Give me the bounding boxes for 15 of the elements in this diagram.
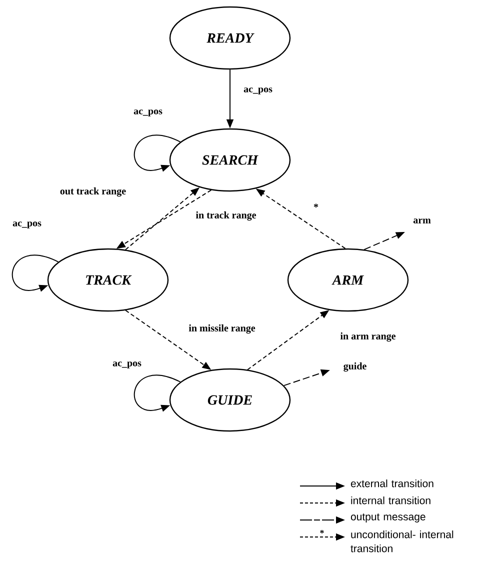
legend-text: output message bbox=[350, 514, 426, 522]
edge-label: arm bbox=[413, 218, 431, 224]
edge-label: ac_pos bbox=[244, 88, 272, 94]
edge-label: ac_pos bbox=[112, 362, 142, 368]
legend-text: unconditional- internal transition bbox=[350, 530, 454, 552]
edge-label: ac_pos bbox=[12, 222, 42, 228]
legend-text: external transition bbox=[350, 480, 434, 488]
edge-label: out track range bbox=[60, 187, 126, 197]
legend-text: internal transition bbox=[351, 496, 430, 504]
edge-label: guide bbox=[344, 362, 366, 372]
edge-label: ac_pos bbox=[134, 110, 162, 116]
edge-label: in track range bbox=[196, 211, 256, 221]
edge-label: in missile range bbox=[188, 324, 256, 334]
edge-label: * bbox=[314, 204, 318, 208]
edge-label: in arm range bbox=[340, 332, 396, 342]
